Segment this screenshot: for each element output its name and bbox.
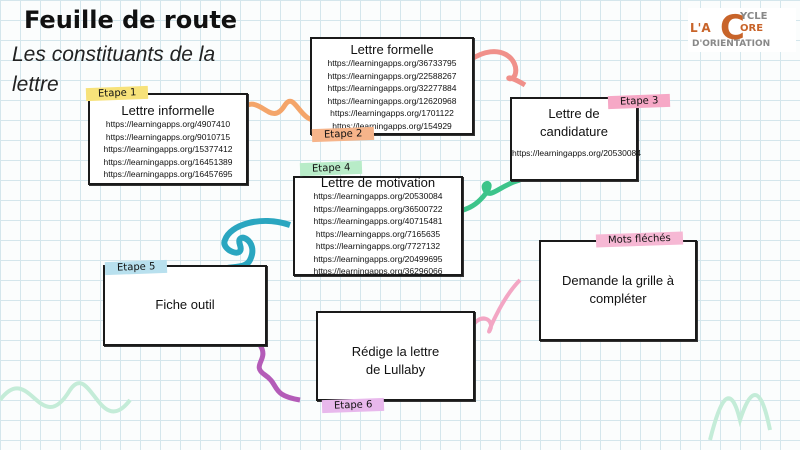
- page-title: Feuille de route: [24, 6, 238, 34]
- arrow-pink-2: [468, 278, 522, 334]
- step-5-card: Fiche outil: [103, 265, 267, 346]
- link[interactable]: https://learningapps.org/1701122: [330, 108, 454, 118]
- scribble-mint-2: [708, 393, 772, 441]
- arrow-green: [448, 177, 521, 218]
- scribble-blue: [218, 218, 291, 273]
- link[interactable]: https://learningapps.org/20499695: [313, 253, 443, 264]
- step-6-card: Rédige la lettre de Lullaby: [316, 311, 475, 401]
- step-4-tag: Etape 4: [299, 160, 363, 177]
- card-title: Lettre de motivation: [320, 175, 436, 190]
- step-5-tag: Etape 5: [104, 259, 168, 276]
- link[interactable]: https://learningapps.org/154929: [332, 120, 452, 131]
- link[interactable]: https://learningapps.org/7165635: [315, 228, 441, 239]
- mots-fleches-card: Demande la grille à compléter: [539, 240, 697, 341]
- card-title: Lettre formelle: [350, 42, 434, 57]
- step-4-card: Lettre de motivation https://learningapp…: [293, 175, 463, 276]
- card-title: Demande la grille à compléter: [561, 273, 674, 306]
- arrow-orange: [238, 98, 321, 123]
- link[interactable]: https://learningapps.org/16451389: [103, 156, 233, 167]
- step-1-card: Lettre informelle https://learningapps.o…: [88, 93, 248, 185]
- scribble-mint: [0, 381, 132, 414]
- link[interactable]: https://learningapps.org/36500722: [313, 203, 443, 214]
- step-1-tag: Etape 1: [85, 85, 149, 102]
- step-3-card: Lettre de candidature https://learningap…: [510, 97, 642, 181]
- link[interactable]: https://learningapps.org/7727132: [315, 241, 441, 251]
- link[interactable]: https://learningapps.org/32277884: [327, 83, 457, 93]
- step-6-tag: Etape 6: [321, 397, 385, 414]
- link[interactable]: https://learningapps.org/20530084: [512, 148, 642, 158]
- link[interactable]: https://learningapps.org/20530084: [313, 191, 443, 201]
- link[interactable]: https://learningapps.org/36733795: [327, 58, 457, 68]
- arrow-purple: [256, 343, 301, 403]
- link[interactable]: https://learningapps.org/16457695: [103, 169, 233, 179]
- step-2-tag: Etape 2: [311, 126, 375, 143]
- link[interactable]: https://learningapps.org/40715481: [313, 216, 443, 226]
- arrow-pink: [468, 49, 527, 88]
- page-subtitle: Les constituants de la lettre: [12, 43, 216, 96]
- step-3-tag: Etape 3: [607, 93, 671, 110]
- link[interactable]: https://learningapps.org/9010715: [105, 131, 231, 142]
- card-title: Fiche outil: [155, 297, 215, 312]
- link[interactable]: https://learningapps.org/15377412: [103, 144, 233, 154]
- step-2-card: Lettre formelle https://learningapps.org…: [310, 37, 474, 135]
- link[interactable]: https://learningapps.org/36296066: [313, 266, 443, 276]
- link[interactable]: https://learningapps.org/22588267: [327, 70, 457, 81]
- link[interactable]: https://learningapps.org/4907410: [105, 119, 231, 129]
- link[interactable]: https://learningapps.org/12620968: [327, 95, 457, 106]
- card-title: Lettre de candidature: [540, 106, 608, 139]
- card-title: Lettre informelle: [121, 103, 215, 118]
- card-title: Rédige la lettre de Lullaby: [351, 344, 440, 377]
